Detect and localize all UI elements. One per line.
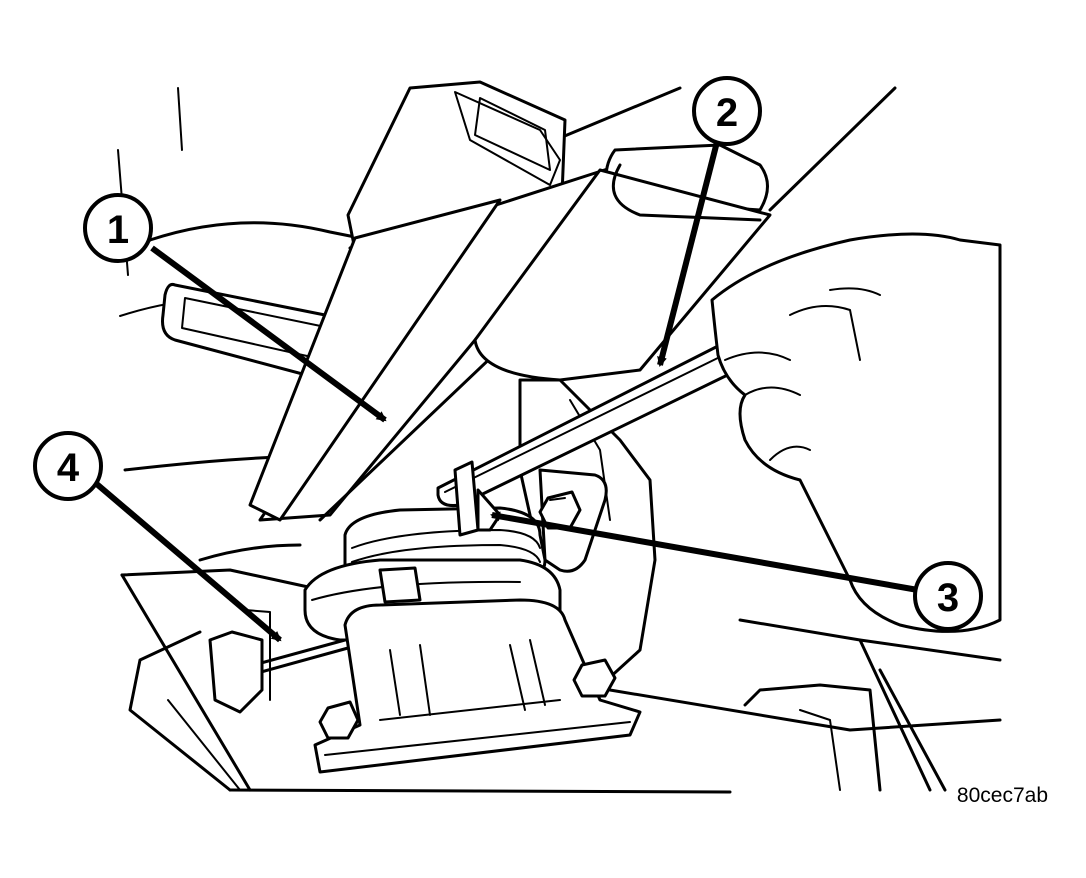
- leader-line-3: [490, 511, 919, 593]
- mounting-bracket: [313, 598, 642, 774]
- nut-left: [318, 700, 360, 740]
- figure-reference: 80cec7ab: [957, 784, 1048, 807]
- callout-4: 4: [33, 431, 103, 501]
- leader-lines: [90, 137, 919, 643]
- leader-line-4: [90, 477, 282, 643]
- callout-3-label: 3: [937, 576, 959, 620]
- callout-1: 1: [83, 193, 153, 263]
- leader-line-1: [150, 245, 387, 423]
- leader-line-2: [657, 137, 721, 367]
- callout-2-label: 2: [716, 91, 738, 135]
- callout-1-label: 1: [107, 208, 129, 252]
- callout-3: 3: [913, 561, 983, 631]
- nut-right: [572, 658, 617, 698]
- callout-4-label: 4: [57, 446, 80, 490]
- callout-2: 2: [692, 76, 762, 146]
- mounting-nuts: [318, 490, 617, 740]
- probe-wire: [208, 609, 350, 714]
